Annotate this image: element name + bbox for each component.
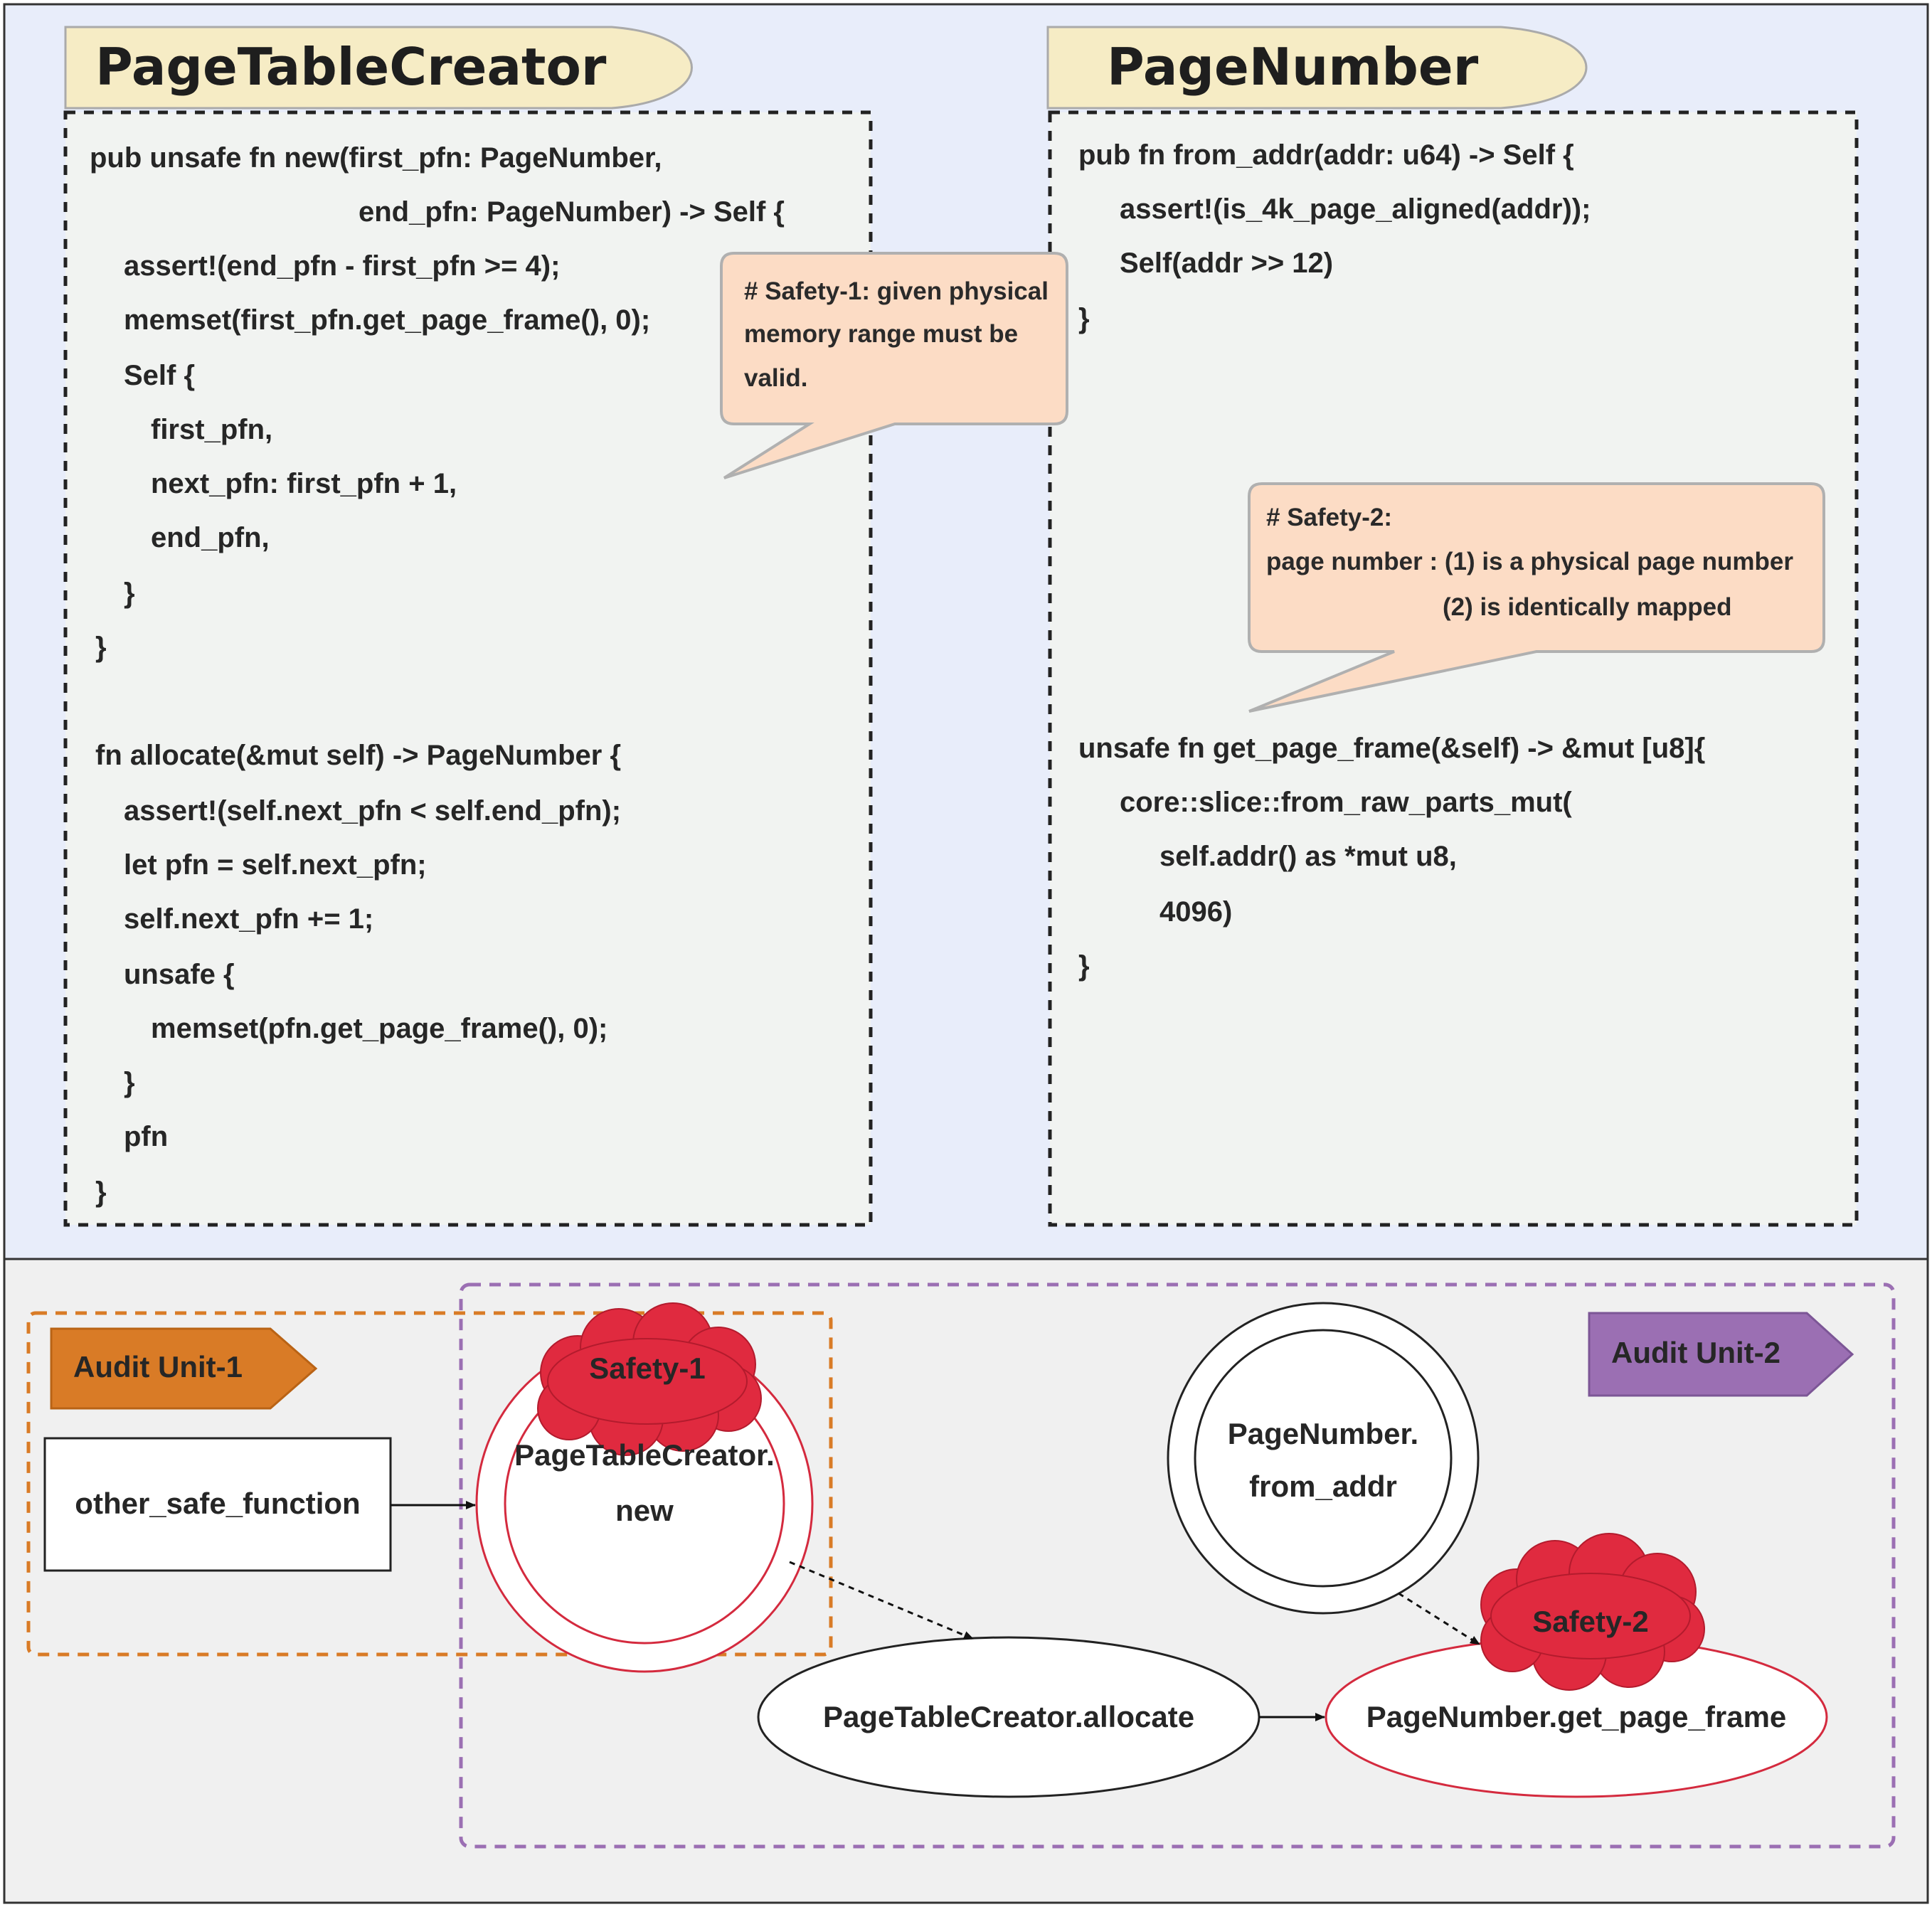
edge-from-addr-to-get-page-frame <box>1398 1592 1480 1646</box>
code-line: 4096) <box>1159 896 1233 928</box>
code-line: assert!(is_4k_page_aligned(addr)); <box>1120 193 1591 225</box>
code-line: unsafe { <box>124 959 235 990</box>
code-line: fn allocate(&mut self) -> PageNumber { <box>95 740 622 771</box>
note-line: valid. <box>744 364 808 392</box>
safety-1-label: Safety-1 <box>589 1351 706 1385</box>
safety-2-label: Safety-2 <box>1532 1605 1649 1638</box>
note-line: (2) is identically mapped <box>1443 593 1732 621</box>
from-addr-node-inner-circle <box>1194 1329 1453 1588</box>
code-line: end_pfn, <box>151 522 270 553</box>
code-line: memset(first_pfn.get_page_frame(), 0); <box>124 304 651 336</box>
note-line: # Safety-2: <box>1266 504 1393 531</box>
right-title-tab <box>1046 26 1588 110</box>
edge-new-to-allocate <box>789 1561 974 1640</box>
safety-2-note-bubble <box>1248 482 1825 713</box>
code-line: pfn <box>124 1121 169 1152</box>
code-line: assert!(self.next_pfn < self.end_pfn); <box>124 795 622 827</box>
right-panel-title: PageNumber <box>1107 37 1479 97</box>
audit-unit-2-region <box>459 1282 1896 1849</box>
audit-unit-2-label: Audit Unit-2 <box>1611 1336 1780 1369</box>
new-node-label-line-2: new <box>615 1494 674 1527</box>
code-line: next_pfn: first_pfn + 1, <box>151 468 457 499</box>
code-line: Self { <box>124 360 196 391</box>
left-panel-title: PageTableCreator <box>95 37 607 97</box>
code-line: first_pfn, <box>151 414 273 445</box>
code-line: pub unsafe fn new(first_pfn: PageNumber, <box>90 142 662 174</box>
get-page-frame-node-label: PageNumber.get_page_frame <box>1366 1700 1787 1733</box>
code-line: assert!(end_pfn - first_pfn >= 4); <box>124 250 561 282</box>
code-line: memset(pfn.get_page_frame(), 0); <box>151 1013 608 1044</box>
from-addr-node-label-line-1: PageNumber. <box>1227 1417 1419 1450</box>
code-line: } <box>124 578 135 609</box>
safety-1-cloud <box>537 1302 762 1456</box>
code-line: let pfn = self.next_pfn; <box>124 849 427 881</box>
code-line: Self(addr >> 12) <box>1120 248 1334 279</box>
code-line: end_pfn: PageNumber) -> Self { <box>359 196 785 228</box>
code-line: pub fn from_addr(addr: u64) -> Self { <box>1078 139 1574 171</box>
code-line: } <box>1078 950 1090 982</box>
new-node-label-line-1: PageTableCreator. <box>514 1438 775 1472</box>
code-line: core::slice::from_raw_parts_mut( <box>1120 787 1572 818</box>
note-line: page number : (1) is a physical page num… <box>1266 548 1794 575</box>
safety-1-note-bubble <box>720 252 1068 479</box>
note-line: memory range must be <box>744 320 1019 348</box>
code-line: } <box>95 1176 107 1208</box>
audit-unit-1-region <box>26 1311 833 1657</box>
code-line: unsafe fn get_page_frame(&self) -> &mut … <box>1078 733 1706 764</box>
allocate-node-label: PageTableCreator.allocate <box>822 1700 1195 1733</box>
from-addr-node-label-line-2: from_addr <box>1249 1470 1397 1503</box>
code-line: } <box>95 632 107 663</box>
code-line: self.addr() as *mut u8, <box>1159 841 1457 872</box>
other-safe-function-box <box>43 1437 392 1572</box>
code-line: } <box>1078 303 1090 334</box>
note-line: # Safety-1: given physical <box>744 277 1049 305</box>
safety-2-cloud <box>1480 1533 1705 1691</box>
other-safe-function-label: other_safe_function <box>75 1487 361 1520</box>
left-title-tab <box>64 26 693 110</box>
audit-unit-2-tag <box>1588 1312 1854 1397</box>
audit-unit-1-label: Audit Unit-1 <box>73 1350 243 1383</box>
audit-unit-1-tag <box>50 1327 318 1410</box>
code-line: } <box>124 1067 135 1098</box>
code-line: self.next_pfn += 1; <box>124 903 374 935</box>
